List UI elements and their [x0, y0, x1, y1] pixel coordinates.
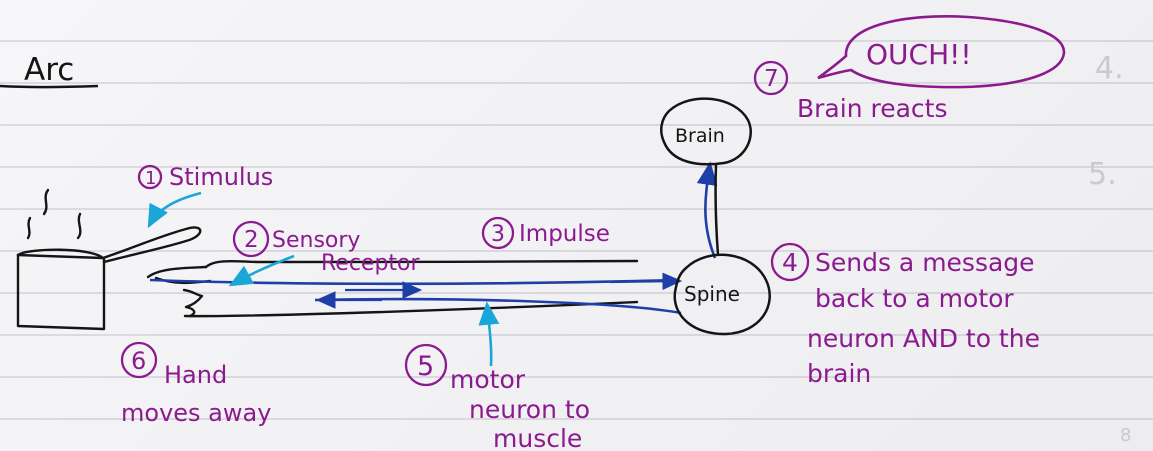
step-number-1: 1 — [145, 168, 156, 189]
step-5-label-line-3: muscle — [493, 424, 582, 451]
step-4-label-line-1: Sends a message — [815, 248, 1035, 277]
step-4-label-line-3: neuron AND to the — [807, 324, 1040, 353]
ghost-text-2: 5. — [1088, 157, 1117, 192]
step-circle-5: 5 — [404, 343, 448, 387]
step-5-label-line-1: motor — [450, 365, 526, 394]
step-2-label-line-1: Sensory — [272, 228, 360, 253]
page-title: Arc — [24, 52, 74, 88]
brain-node-label: Brain — [675, 125, 725, 147]
step-4-label-line-4: brain — [807, 359, 871, 388]
step-number-6: 6 — [131, 347, 146, 375]
step-4-label-line-2: back to a motor — [815, 284, 1014, 313]
speech-bubble-text: OUCH!! — [866, 38, 972, 71]
step-2-label-line-2: Receptor — [321, 251, 421, 276]
brain-node-circle — [660, 97, 752, 166]
sensory-neuron-arrow-2 — [609, 272, 683, 291]
step-6-label-line-2: moves away — [121, 399, 271, 427]
title-underline — [0, 84, 99, 89]
sensory-neuron-path — [149, 278, 679, 286]
step-number-5: 5 — [417, 351, 434, 382]
ghost-text-1: 4. — [1095, 51, 1124, 86]
motor-neuron-path — [314, 297, 682, 315]
step-circle-6: 6 — [120, 341, 158, 379]
step-circle-7: 7 — [753, 60, 789, 96]
step-3-label: Impulse — [519, 221, 610, 247]
hot-pot-illustration — [16, 188, 202, 331]
ghost-text-3: 8 — [1120, 425, 1131, 446]
step-number-7: 7 — [764, 66, 779, 92]
step-5-label-line-2: neuron to — [469, 395, 590, 424]
step-circle-1: 1 — [137, 164, 163, 190]
receptor-pointer — [228, 254, 295, 287]
step-circle-3: 3 — [481, 216, 515, 250]
step-6-label-line-1: Hand — [164, 361, 227, 389]
speech-bubble — [817, 15, 1066, 89]
step-number-3: 3 — [491, 222, 505, 247]
step-circle-4: 4 — [770, 242, 810, 282]
spine-to-brain-path — [696, 161, 718, 259]
motor-neuron-pointer — [478, 301, 500, 367]
stimulus-pointer — [147, 191, 202, 229]
spine-node-circle — [673, 253, 771, 336]
step-7-label: Brain reacts — [797, 94, 948, 123]
spine-node-label: Spine — [684, 282, 740, 306]
step-number-2: 2 — [244, 227, 259, 253]
brain-to-spine-line — [714, 164, 720, 256]
step-number-4: 4 — [782, 248, 798, 277]
step-circle-2: 2 — [232, 220, 270, 258]
step-1-label: Stimulus — [169, 163, 273, 191]
